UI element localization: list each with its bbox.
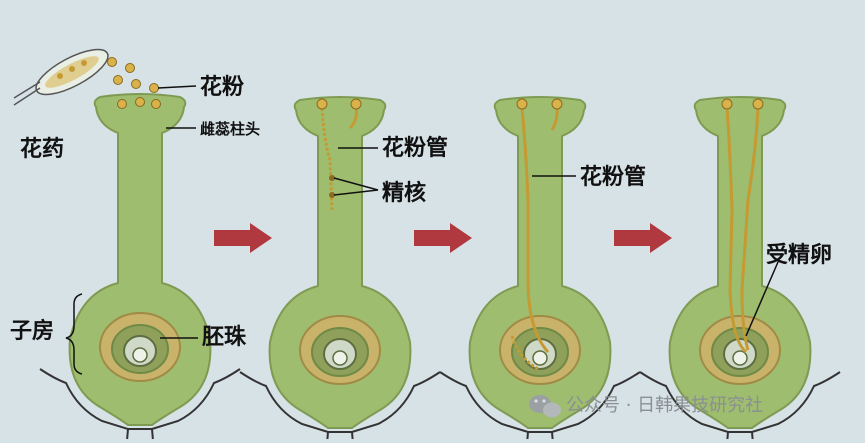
pistil-stage-4 xyxy=(639,96,841,443)
pistil-stage-3 xyxy=(439,96,641,443)
label-ovule: 胚珠 xyxy=(202,325,247,350)
right-arrow-icon xyxy=(214,223,272,253)
label-pollen-tube-2: 花粉管 xyxy=(580,164,646,190)
pollen-grains xyxy=(107,57,161,109)
label-ovary: 子房 xyxy=(10,318,54,344)
watermark: 公众号 · 日韩果技研究社 xyxy=(529,395,763,418)
label-pollen-tube-1: 花粉管 xyxy=(382,135,448,161)
label-zygote: 受精卵 xyxy=(766,242,832,268)
leader-lines xyxy=(65,85,779,375)
right-arrow-icon xyxy=(414,223,472,253)
right-arrow-icon xyxy=(614,223,672,253)
watermark-text: 公众号 · 日韩果技研究社 xyxy=(566,395,763,416)
label-pollen: 花粉 xyxy=(200,74,244,100)
anther xyxy=(13,48,109,106)
label-sperm-nuclei: 精核 xyxy=(382,180,426,206)
wechat-logo-icon xyxy=(529,395,561,418)
pistil-stage-2 xyxy=(239,96,441,443)
label-stigma: 雌蕊柱头 xyxy=(200,120,260,138)
label-anther: 花药 xyxy=(20,136,64,162)
pistil-stage-1 xyxy=(39,93,241,443)
